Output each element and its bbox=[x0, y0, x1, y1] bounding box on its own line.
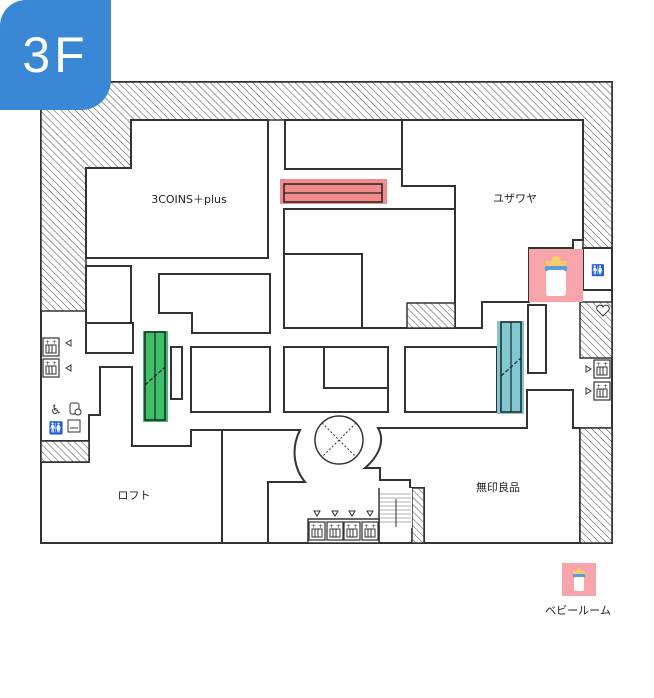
shop-muji[interactable]: 無印良品 bbox=[362, 389, 581, 544]
elevator-bottom[interactable] bbox=[307, 510, 380, 544]
shop-space[interactable] bbox=[190, 346, 271, 413]
escalator-teal[interactable] bbox=[497, 321, 524, 414]
shop-space[interactable] bbox=[283, 346, 389, 413]
legend-baby-room-label: ベビールーム bbox=[545, 604, 611, 617]
floor-badge: 3F bbox=[0, 0, 111, 110]
shop-space[interactable] bbox=[158, 273, 271, 334]
shop-space[interactable] bbox=[85, 322, 134, 354]
wall-center bbox=[406, 302, 456, 329]
escalator-green[interactable] bbox=[143, 331, 168, 422]
shop-space[interactable] bbox=[85, 265, 132, 324]
svg-text:3COINS＋plus: 3COINS＋plus bbox=[151, 193, 227, 206]
shop-space[interactable] bbox=[221, 429, 308, 544]
elevator-left[interactable] bbox=[42, 337, 72, 378]
shop-space[interactable] bbox=[404, 346, 498, 413]
svg-text:ユザワヤ: ユザワヤ bbox=[493, 192, 537, 205]
pillar bbox=[170, 346, 183, 400]
svg-text:🚻: 🚻 bbox=[49, 421, 64, 435]
baby-bed-icon bbox=[67, 419, 81, 433]
wheelchair-icon: ♿ bbox=[50, 403, 62, 418]
restroom-icon: 🚻 bbox=[49, 421, 64, 435]
wall-left-bottom bbox=[40, 440, 90, 463]
heart-icon bbox=[596, 304, 610, 317]
svg-text:♿: ♿ bbox=[50, 403, 62, 418]
escalator-red[interactable] bbox=[280, 179, 387, 204]
svg-text:🚻: 🚻 bbox=[591, 264, 605, 277]
corridor-box bbox=[527, 304, 547, 374]
atrium-void bbox=[314, 415, 364, 465]
shop-space[interactable] bbox=[283, 253, 363, 329]
legend-baby-room bbox=[562, 563, 596, 596]
svg-text:無印良品: 無印良品 bbox=[476, 480, 520, 494]
baby-room[interactable] bbox=[529, 249, 583, 302]
elevator-right[interactable] bbox=[585, 359, 611, 401]
wall-right-bottom bbox=[579, 427, 613, 544]
wall-stairs bbox=[411, 487, 425, 544]
floor-label: 3F bbox=[22, 27, 89, 83]
shop-space[interactable] bbox=[284, 119, 403, 170]
baby-bottle-icon bbox=[545, 256, 567, 296]
restroom-icon: 🚻 bbox=[591, 264, 605, 277]
shop-3coins[interactable]: 3COINS＋plus bbox=[85, 119, 269, 259]
ostomate-icon bbox=[69, 402, 82, 416]
svg-text:ロフト: ロフト bbox=[118, 489, 151, 502]
